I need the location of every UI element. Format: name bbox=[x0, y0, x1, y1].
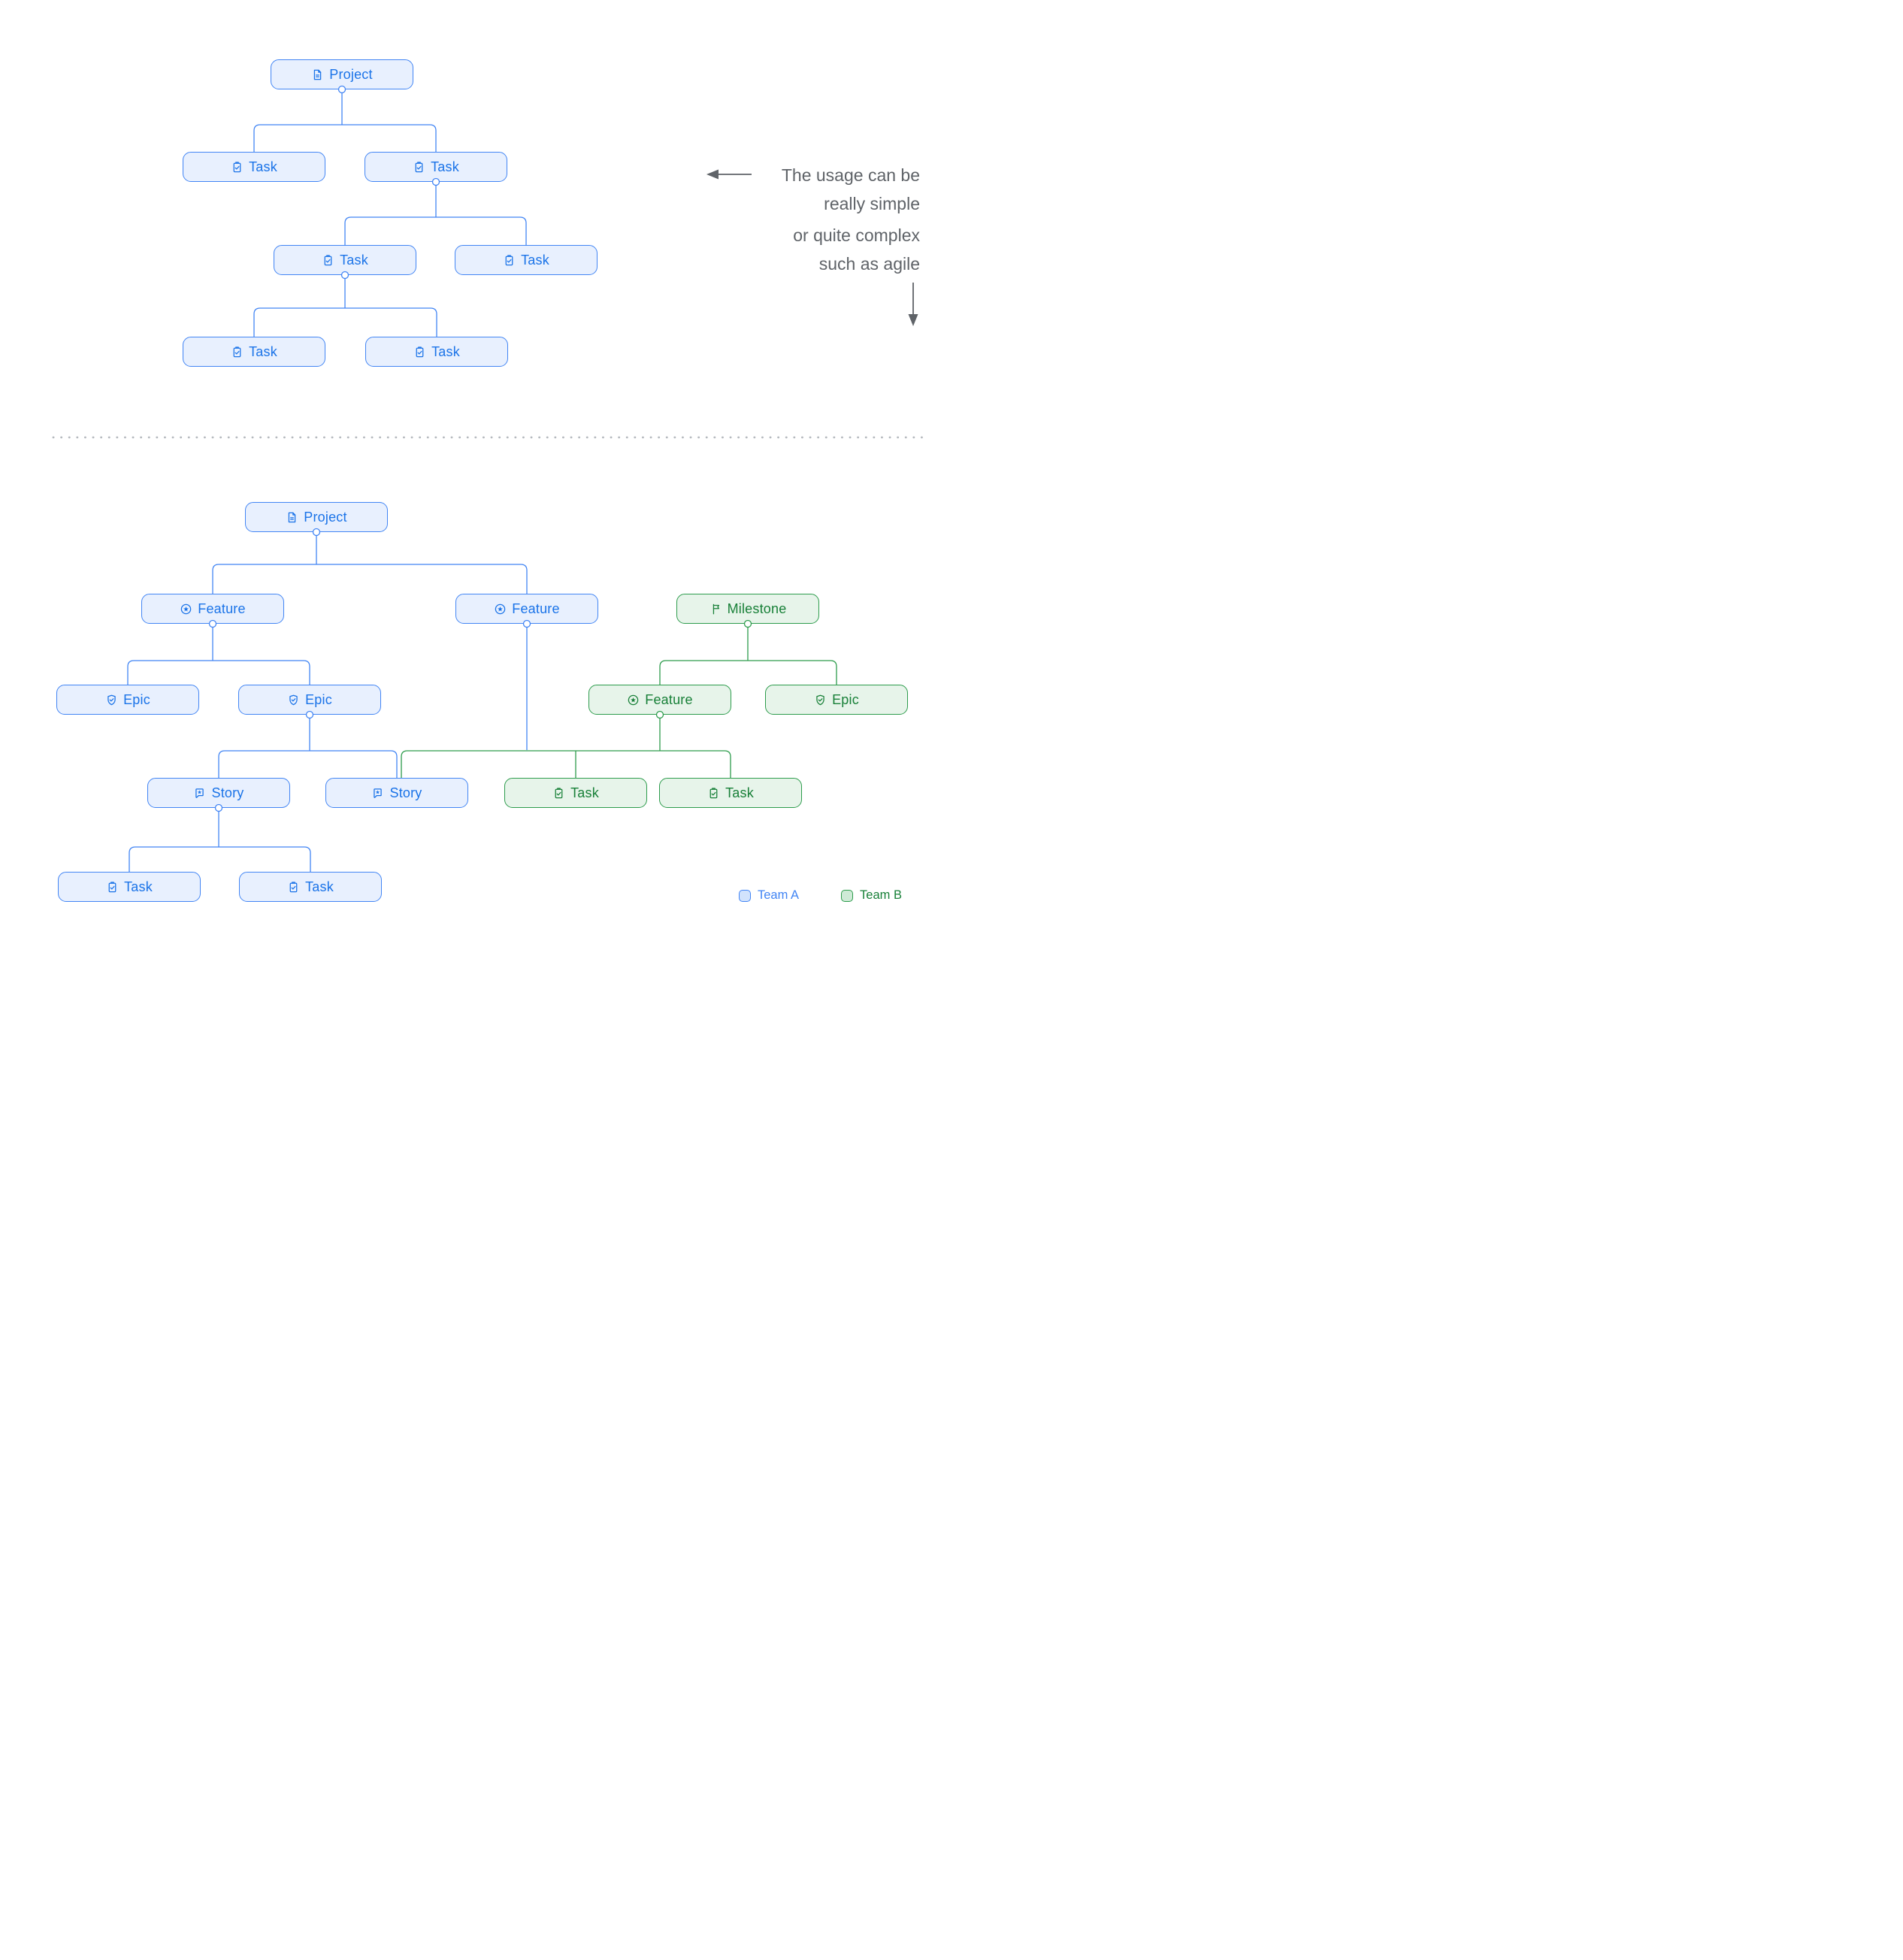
team-b-swatch-icon bbox=[841, 889, 854, 902]
legend-label: Team B bbox=[860, 888, 902, 902]
legend-label: Team A bbox=[758, 888, 800, 902]
node-project-complex: Project bbox=[245, 502, 388, 532]
clipboard-check-icon bbox=[552, 787, 565, 800]
node-task-l1-a: Task bbox=[183, 152, 325, 182]
node-task-blue-1: Task bbox=[58, 872, 201, 902]
clipboard-check-icon bbox=[322, 254, 334, 267]
node-label: Epic bbox=[832, 691, 859, 707]
node-label: Task bbox=[124, 879, 153, 894]
node-epic-green: Epic bbox=[765, 685, 908, 715]
node-feature-2: Feature bbox=[455, 594, 598, 624]
legend: Team A Team B bbox=[739, 888, 902, 903]
node-milestone: Milestone bbox=[676, 594, 819, 624]
node-label: Task bbox=[521, 252, 549, 268]
node-label: Task bbox=[249, 343, 277, 359]
node-story-2: Story bbox=[325, 778, 468, 808]
node-label: Epic bbox=[123, 691, 150, 707]
shield-check-icon bbox=[814, 694, 827, 706]
star-circle-icon bbox=[180, 603, 192, 616]
node-label: Task bbox=[340, 252, 368, 268]
node-label: Task bbox=[570, 785, 599, 800]
annotation-line: or quite complex bbox=[793, 225, 920, 245]
star-circle-icon bbox=[494, 603, 507, 616]
node-label: Project bbox=[304, 509, 347, 525]
flag-icon bbox=[709, 603, 722, 616]
clipboard-check-icon bbox=[707, 787, 720, 800]
document-icon bbox=[311, 68, 324, 81]
node-task-l1-b: Task bbox=[365, 152, 507, 182]
shield-check-icon bbox=[287, 694, 300, 706]
node-story-1: Story bbox=[147, 778, 290, 808]
annotation-line: really simple bbox=[824, 194, 920, 213]
node-epic-2: Epic bbox=[238, 685, 381, 715]
clipboard-check-icon bbox=[413, 161, 425, 174]
node-task-l2-b: Task bbox=[455, 245, 598, 275]
node-task-blue-2: Task bbox=[239, 872, 382, 902]
comment-star-icon bbox=[371, 787, 384, 800]
clipboard-check-icon bbox=[413, 346, 426, 358]
clipboard-check-icon bbox=[503, 254, 516, 267]
clipboard-check-icon bbox=[231, 161, 244, 174]
node-label: Feature bbox=[198, 600, 246, 616]
annotation-line: The usage can be bbox=[781, 165, 920, 185]
node-feature-green: Feature bbox=[588, 685, 731, 715]
node-task-l3-b: Task bbox=[365, 337, 508, 367]
legend-item-team-a: Team A bbox=[739, 888, 799, 903]
node-feature-1: Feature bbox=[141, 594, 284, 624]
node-label: Project bbox=[329, 66, 373, 82]
node-epic-1: Epic bbox=[56, 685, 199, 715]
node-task-green-1: Task bbox=[504, 778, 647, 808]
node-label: Task bbox=[305, 879, 334, 894]
node-label: Task bbox=[431, 343, 460, 359]
shield-check-icon bbox=[105, 694, 118, 706]
node-label: Feature bbox=[512, 600, 560, 616]
team-a-swatch-icon bbox=[739, 889, 751, 902]
node-task-l3-a: Task bbox=[183, 337, 325, 367]
legend-item-team-b: Team B bbox=[841, 888, 902, 903]
node-task-green-2: Task bbox=[659, 778, 802, 808]
annotation-line: such as agile bbox=[818, 254, 920, 274]
node-label: Feature bbox=[645, 691, 693, 707]
comment-star-icon bbox=[193, 787, 206, 800]
node-label: Story bbox=[211, 785, 244, 800]
star-circle-icon bbox=[627, 694, 640, 706]
node-label: Epic bbox=[305, 691, 332, 707]
node-label: Task bbox=[431, 159, 459, 174]
clipboard-check-icon bbox=[106, 881, 119, 894]
clipboard-check-icon bbox=[287, 881, 300, 894]
connector-layer bbox=[52, 85, 924, 872]
node-project-simple: Project bbox=[271, 59, 413, 89]
node-label: Story bbox=[389, 785, 422, 800]
node-label: Task bbox=[249, 159, 277, 174]
clipboard-check-icon bbox=[231, 346, 244, 358]
node-task-l2-a: Task bbox=[274, 245, 416, 275]
node-label: Milestone bbox=[727, 600, 787, 616]
arrow-left-icon bbox=[706, 169, 752, 180]
node-label: Task bbox=[725, 785, 754, 800]
document-icon bbox=[286, 511, 298, 524]
annotation-text: The usage can be really simple or quite … bbox=[782, 161, 920, 278]
tree-edges-blue bbox=[127, 89, 528, 872]
arrow-down-icon bbox=[908, 283, 918, 326]
